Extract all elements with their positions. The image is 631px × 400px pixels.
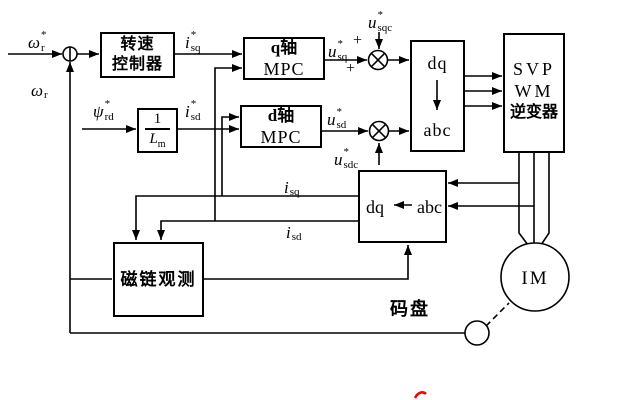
flux-observer-block: 磁链观测 [113,242,204,317]
d-axis-mpc-label-line1: d轴 [267,105,295,125]
d-voltage-mixer-junction [368,120,390,142]
psi-rd-ref-label: ψ * rd [93,98,114,123]
q-axis-mpc-label-line2: MPC [263,58,305,79]
d-axis-mpc-label-line2: MPC [260,126,302,147]
dq-to-abc-top-label: dq [427,53,448,73]
svpwm-label-line2: WM [514,81,554,101]
speed-controller-block: 转速 控制器 [100,32,175,78]
encoder-shaft-dashed-line [485,302,510,327]
connector-lines [8,32,550,334]
encoder-label: 码盘 [390,299,430,319]
usq-ref-label: u * sq [328,38,348,63]
usqc-ref-label: u * sqc [368,9,393,34]
svpwm-inverter-block: SVP WM 逆变器 [503,33,565,153]
isd-ref-label: i * sd [185,98,201,123]
usdc-ref-label: u * sdc [334,146,359,171]
inverse-lm-gain-block: 1 Lm [137,108,178,153]
encoder-circle [464,320,490,346]
isq-fb-line [132,195,358,240]
plus-sign-upper: + [353,32,363,49]
q-axis-mpc-block: q轴 MPC [243,37,325,80]
abc-to-dq-right-label: abc [417,196,442,217]
isq-ref-label: i * sq [185,29,201,54]
induction-motor-label: IM [521,268,549,289]
red-annotation-mark [413,391,427,399]
motor-phase-c-line [540,153,550,246]
abc-to-dq-transform-block: dq abc [358,170,447,243]
fb-to-qmpc-line [214,64,242,221]
fb-to-dmpc-line [221,113,239,196]
speed-controller-label-line2: 控制器 [111,56,163,73]
usd-ref-label: u * sd [327,106,347,131]
dq-to-abc-transform-block: dq abc [410,40,465,152]
q-axis-mpc-label-line1: q轴 [270,37,298,57]
isd-fb-line [157,220,358,240]
d-axis-mpc-block: d轴 MPC [240,105,322,148]
induction-motor-circle [500,242,570,312]
speed-controller-label-line1: 转速 [120,36,155,53]
isd-feedback-label: i sd [286,223,302,243]
isq-feedback-label: i sq [284,178,300,198]
motor-phase-a-line [518,153,529,246]
theta-line [204,245,412,280]
dq-to-abc-bottom-label: abc [423,119,452,140]
svpwm-label-line3: 逆变器 [509,103,558,121]
svpwm-label-line1: SVP [512,58,556,79]
omega-ref-label: ω * r [28,29,47,54]
plus-sign-lower: + [346,60,356,77]
inverse-lm-fraction: 1 Lm [144,110,171,151]
flux-observer-label: 磁链观测 [120,269,197,289]
abc-to-dq-left-label: dq [366,196,384,217]
q-voltage-mixer-junction [367,49,389,71]
omega-feedback-label: ω r [31,81,48,101]
